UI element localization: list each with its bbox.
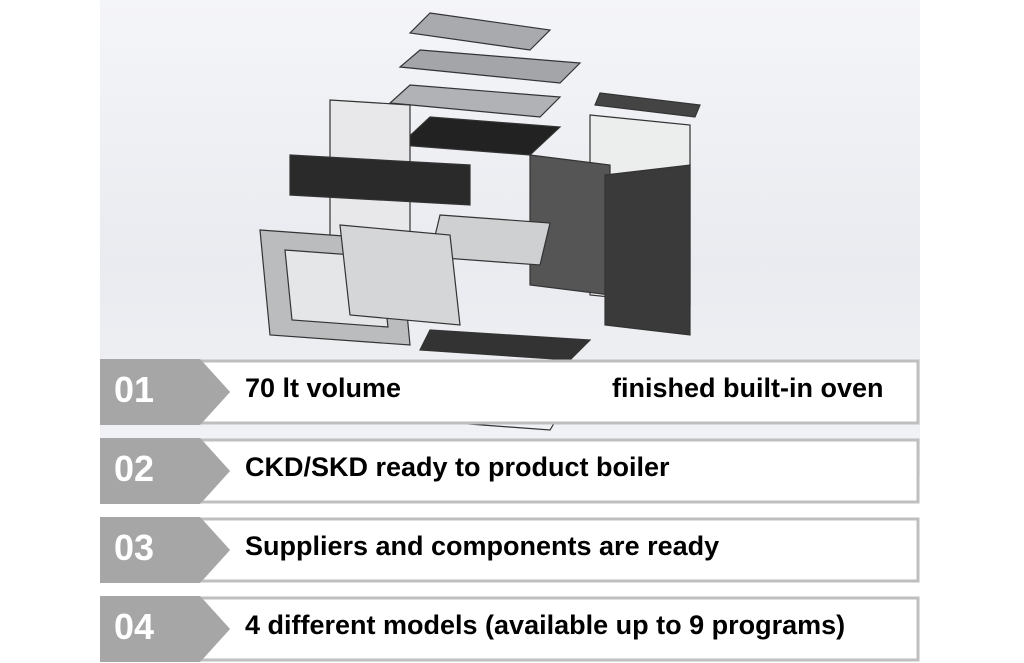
- number-chevron: [100, 359, 230, 425]
- feature-row-02: 02 CKD/SKD ready to product boiler: [100, 438, 920, 504]
- row-shapes: [100, 438, 920, 504]
- item-number: 03: [114, 527, 155, 568]
- row-shapes: [100, 517, 920, 583]
- exploded-oven-illustration: [259, 12, 701, 431]
- item-text-right: finished built-in oven: [612, 373, 884, 403]
- item-number: 04: [114, 606, 155, 647]
- item-text: 4 different models (available up to 9 pr…: [245, 610, 846, 640]
- feature-row-03: 03 Suppliers and components are ready: [100, 517, 920, 583]
- number-chevron: [100, 596, 230, 662]
- item-text: Suppliers and components are ready: [245, 531, 720, 561]
- row-shapes: [100, 359, 920, 425]
- item-text: 70 lt volume: [245, 373, 402, 403]
- item-text: CKD/SKD ready to product boiler: [245, 452, 670, 482]
- row-shapes: [100, 596, 920, 662]
- item-number: 02: [114, 448, 155, 489]
- number-chevron: [100, 517, 230, 583]
- feature-row-01: 01 70 lt volume finished built-in oven: [100, 359, 920, 425]
- item-number: 01: [114, 369, 155, 410]
- number-chevron: [100, 438, 230, 504]
- feature-row-04: 04 4 different models (available up to 9…: [100, 596, 920, 662]
